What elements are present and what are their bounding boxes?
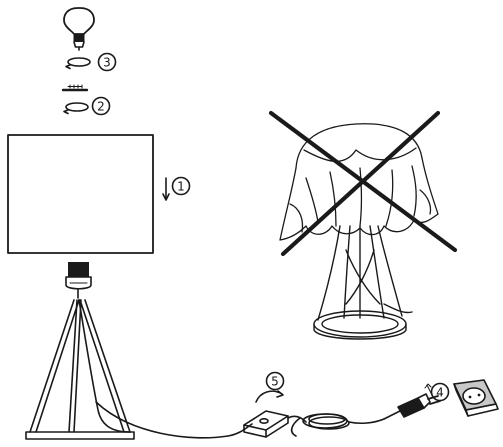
draped-cloth <box>279 123 439 241</box>
step-1-number: 1 <box>177 180 185 194</box>
lamp-socket-holder <box>65 262 92 299</box>
inline-switch <box>243 410 289 438</box>
cross-out-icon <box>268 110 458 257</box>
step-4-badge <box>430 382 450 402</box>
coiled-cord <box>287 413 385 437</box>
rotate-arrow-icon <box>65 57 91 70</box>
step-3-number: 3 <box>103 56 111 70</box>
step-1-badge <box>171 176 191 196</box>
step-2-number: 2 <box>97 100 105 114</box>
step-2-badge <box>91 96 111 116</box>
lamp-shade <box>7 134 154 254</box>
step-5-number: 5 <box>271 375 279 389</box>
step-4-number: 4 <box>436 386 444 400</box>
switch-press-arrow-icon <box>255 390 284 403</box>
ghost-lamp-frame <box>313 225 413 340</box>
tripod-legs <box>29 299 131 433</box>
step-5-badge <box>265 371 285 391</box>
lamp-base-plate <box>25 431 135 440</box>
rotate-arrow-icon <box>63 102 89 115</box>
light-bulb-icon <box>63 7 95 51</box>
shade-ring-icon <box>61 84 89 92</box>
step-3-badge <box>97 52 117 72</box>
down-arrow-icon <box>162 177 170 201</box>
wall-socket-icon <box>453 379 499 417</box>
plug-icon <box>383 383 441 420</box>
